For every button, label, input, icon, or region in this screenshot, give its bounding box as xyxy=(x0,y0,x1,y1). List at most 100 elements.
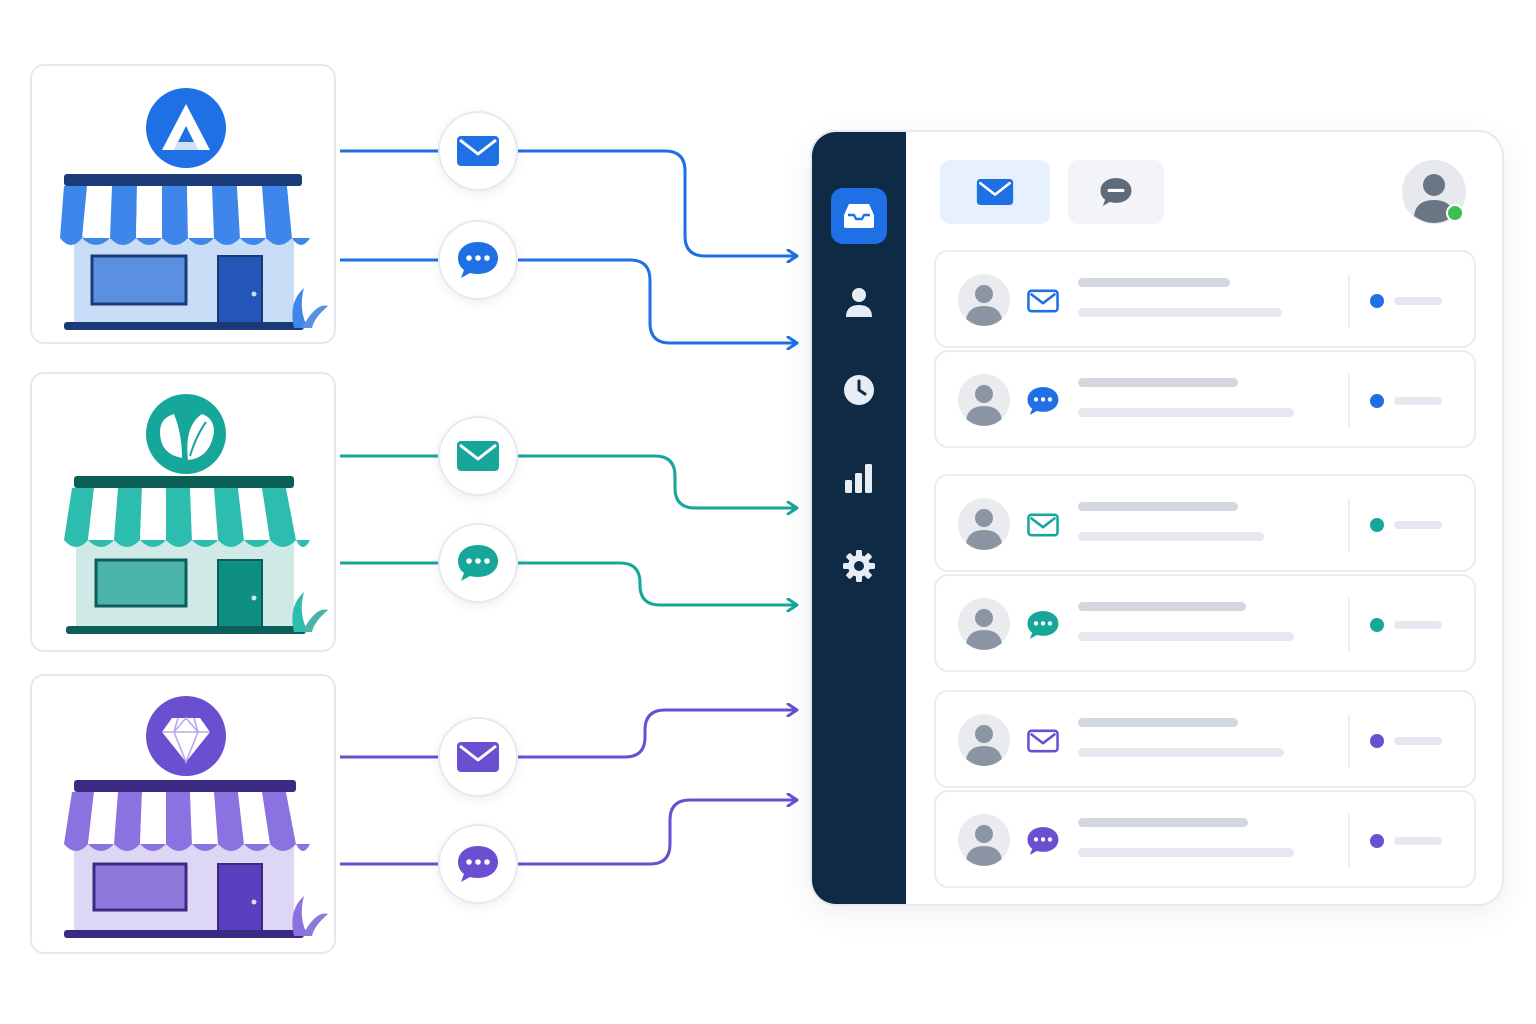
email-icon xyxy=(1027,289,1059,313)
connector-teal-chat xyxy=(340,561,796,605)
store-card-teal xyxy=(30,372,336,652)
avatar xyxy=(958,714,1010,766)
message-sender-placeholder xyxy=(1078,502,1238,511)
chat-icon xyxy=(1100,178,1132,206)
avatar xyxy=(958,598,1010,650)
status-placeholder xyxy=(1394,837,1442,845)
settings-icon xyxy=(843,550,875,582)
channel-indicator xyxy=(1026,608,1060,642)
user-icon xyxy=(966,825,1002,866)
storefront-purple-icon xyxy=(64,694,328,938)
message-sender-placeholder xyxy=(1078,818,1248,827)
row-divider xyxy=(1348,374,1350,428)
status-placeholder xyxy=(1394,621,1442,629)
status-placeholder xyxy=(1394,397,1442,405)
message-preview-placeholder xyxy=(1078,408,1294,417)
message-sender-placeholder xyxy=(1078,278,1230,287)
user-icon xyxy=(966,725,1002,766)
row-divider xyxy=(1348,274,1350,328)
email-icon xyxy=(457,441,499,471)
status-dot xyxy=(1370,734,1384,748)
message-sender-placeholder xyxy=(1078,602,1246,611)
row-divider xyxy=(1348,498,1350,552)
channel-chat-blue xyxy=(438,220,518,300)
sidebar-item-inbox[interactable] xyxy=(831,188,887,244)
avatar xyxy=(958,814,1010,866)
status-placeholder xyxy=(1394,737,1442,745)
status-dot xyxy=(1370,394,1384,408)
channel-email-blue xyxy=(438,111,518,191)
chat-icon xyxy=(1027,611,1059,639)
message-preview-placeholder xyxy=(1078,632,1294,641)
channel-email-teal xyxy=(438,416,518,496)
connector-teal-email xyxy=(340,454,796,508)
message-preview-placeholder xyxy=(1078,308,1282,317)
sidebar xyxy=(812,132,906,904)
channel-email-purple xyxy=(438,717,518,797)
message-sender-placeholder xyxy=(1078,718,1238,727)
unified-inbox-window xyxy=(810,130,1504,906)
status-placeholder xyxy=(1394,521,1442,529)
contacts-icon xyxy=(846,288,872,317)
channel-indicator xyxy=(1026,824,1060,858)
channel-indicator xyxy=(1026,724,1060,758)
email-icon xyxy=(976,179,1014,205)
row-divider xyxy=(1348,814,1350,868)
chat-icon xyxy=(458,846,498,882)
chat-icon xyxy=(1027,387,1059,415)
email-icon xyxy=(457,742,499,772)
inbox-icon xyxy=(844,204,874,228)
chat-icon xyxy=(1027,827,1059,855)
avatar xyxy=(958,374,1010,426)
user-icon xyxy=(966,285,1002,326)
store-card-purple xyxy=(30,674,336,954)
connector-purple-email xyxy=(340,710,796,759)
channel-indicator xyxy=(1026,284,1060,318)
conversation-row[interactable] xyxy=(934,250,1476,348)
channel-indicator xyxy=(1026,384,1060,418)
chat-icon xyxy=(458,242,498,278)
channel-chat-teal xyxy=(438,523,518,603)
status-dot xyxy=(1370,834,1384,848)
email-icon xyxy=(1027,729,1059,753)
connector-purple-chat xyxy=(340,800,796,866)
channel-chat-purple xyxy=(438,824,518,904)
row-divider xyxy=(1348,714,1350,768)
message-preview-placeholder xyxy=(1078,532,1264,541)
storefront-blue-icon xyxy=(60,86,328,330)
conversation-row[interactable] xyxy=(934,474,1476,572)
status-placeholder xyxy=(1394,297,1442,305)
user-icon xyxy=(966,609,1002,650)
user-icon xyxy=(966,385,1002,426)
user-icon xyxy=(966,509,1002,550)
connector-blue-chat xyxy=(340,258,796,343)
store-card-blue xyxy=(30,64,336,344)
user-avatar[interactable] xyxy=(1402,160,1466,224)
tab-email[interactable] xyxy=(940,160,1050,224)
status-dot xyxy=(1370,618,1384,632)
history-icon xyxy=(844,375,874,405)
conversation-row[interactable] xyxy=(934,350,1476,448)
sidebar-item-settings[interactable] xyxy=(831,538,887,594)
avatar xyxy=(958,498,1010,550)
email-icon xyxy=(1027,513,1059,537)
message-preview-placeholder xyxy=(1078,848,1294,857)
reports-icon xyxy=(845,464,872,493)
sidebar-item-reports[interactable] xyxy=(831,450,887,506)
message-preview-placeholder xyxy=(1078,748,1284,757)
status-dot xyxy=(1370,294,1384,308)
sidebar-item-history[interactable] xyxy=(831,362,887,418)
sidebar-item-contacts[interactable] xyxy=(831,274,887,330)
status-dot xyxy=(1370,518,1384,532)
email-icon xyxy=(457,136,499,166)
tab-chat[interactable] xyxy=(1068,160,1164,224)
row-divider xyxy=(1348,598,1350,652)
conversation-row[interactable] xyxy=(934,790,1476,888)
online-status-dot xyxy=(1446,204,1464,222)
conversation-row[interactable] xyxy=(934,574,1476,672)
conversation-row[interactable] xyxy=(934,690,1476,788)
storefront-teal-icon xyxy=(64,392,328,634)
message-sender-placeholder xyxy=(1078,378,1238,387)
avatar xyxy=(958,274,1010,326)
